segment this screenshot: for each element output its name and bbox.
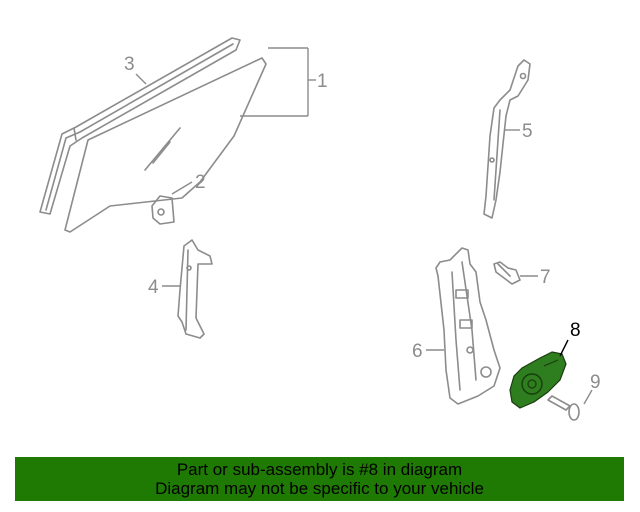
part-9-screw	[547, 395, 580, 421]
part-7-bolt	[493, 261, 521, 285]
part-8-regulator-motor	[509, 351, 567, 409]
callout-8: 8	[570, 320, 581, 341]
banner-line-1: Part or sub-assembly is #8 in diagram	[176, 460, 463, 479]
part-1-window-glass	[64, 57, 267, 233]
part-6-window-regulator	[435, 247, 501, 405]
callout-7: 7	[540, 267, 551, 288]
part-3-glass-run-channel	[39, 37, 241, 215]
part-2-glass-bracket	[151, 195, 175, 225]
info-banner: Part or sub-assembly is #8 in diagram Di…	[15, 457, 624, 501]
leader-9	[583, 389, 593, 405]
callout-3: 3	[124, 54, 135, 75]
callout-2: 2	[195, 172, 206, 193]
part-4-window-guide	[177, 239, 213, 339]
banner-line-2: Diagram may not be specific to your vehi…	[155, 479, 484, 498]
leader-3	[135, 73, 147, 85]
callout-labels: 1 2 3 4 5 6 7 8 9	[124, 54, 601, 393]
callout-4: 4	[148, 277, 159, 298]
callout-6: 6	[412, 341, 423, 362]
callout-9: 9	[590, 372, 601, 393]
callout-5: 5	[522, 121, 533, 142]
callout-1: 1	[317, 71, 328, 92]
callout-leaders	[135, 47, 593, 405]
leader-8	[559, 339, 569, 357]
part-5-run-channel	[483, 59, 531, 219]
leader-2	[171, 181, 193, 195]
